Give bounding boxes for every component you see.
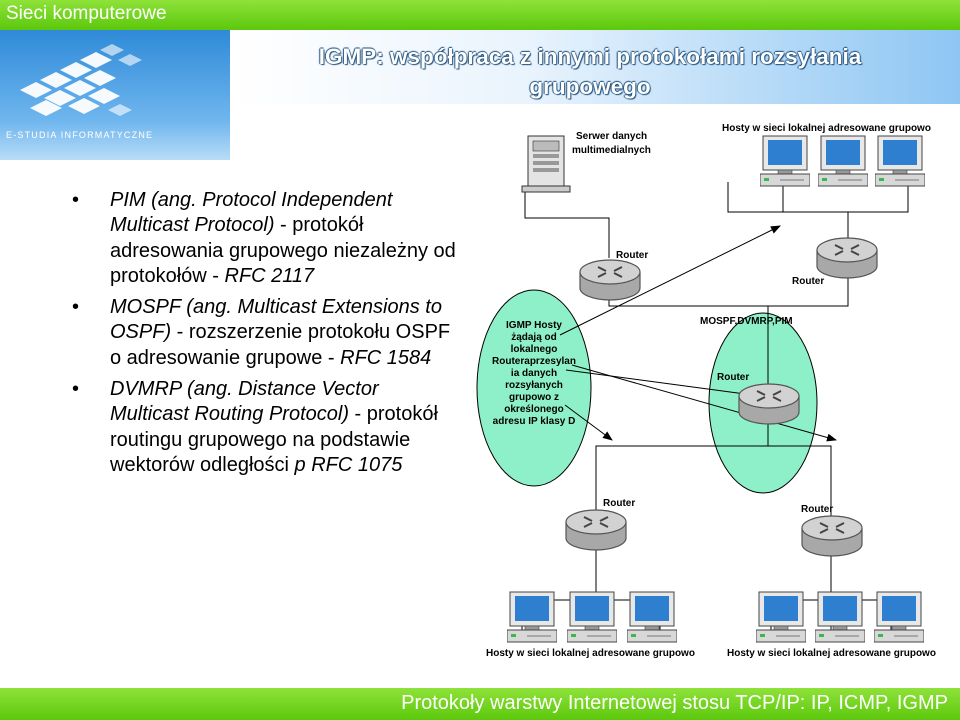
bullet-dvmrp: DVMRP (ang. Distance Vector Multicast Ro… — [70, 377, 460, 478]
course-title: Sieci komputerowe — [6, 3, 167, 24]
router-label: Router — [616, 250, 648, 261]
igmp-note-line: rozsyłanych — [505, 380, 563, 391]
bullet-term: DVMRP (ang. Distance Vector Multicast Ro… — [110, 378, 379, 426]
igmp-note-line: żądają od — [511, 332, 557, 343]
bullet-mospf: MOSPF (ang. Multicast Extensions to OSPF… — [70, 295, 460, 371]
pc-icon — [760, 135, 810, 187]
pc-icon — [627, 591, 677, 643]
pc-icon — [818, 135, 868, 187]
bullet-rfc: RFC 2117 — [224, 264, 315, 287]
server-label-2: multimedialnych — [572, 145, 651, 156]
igmp-note-line: lokalnego — [511, 344, 558, 355]
bullet-rfc: p RFC 1075 — [294, 453, 403, 476]
bullet-rfc: RFC 1584 — [340, 346, 432, 369]
pc-icon — [815, 591, 865, 643]
title-line-1: IGMP: współpraca z innymi protokołami ro… — [318, 44, 862, 69]
igmp-note-line: IGMP Hosty — [506, 320, 562, 331]
router-icon — [565, 509, 627, 551]
igmp-note-line: określonego — [504, 404, 563, 415]
bullet-term: PIM (ang. Protocol Independent Multicast… — [110, 189, 393, 237]
top-bar: Sieci komputerowe — [0, 0, 960, 30]
igmp-request-arrows — [559, 225, 837, 442]
router-icon — [738, 383, 800, 425]
network-diagram: Serwer danych multimedialnych Hosty w si… — [468, 115, 954, 661]
pc-icon — [507, 591, 557, 643]
igmp-ellipse — [476, 289, 592, 487]
router-icon — [579, 259, 641, 301]
hosts-top-label: Hosty w sieci lokalnej adresowane grupow… — [722, 123, 931, 134]
logo-icon — [20, 44, 142, 116]
router-label: Router — [792, 276, 824, 287]
pc-icon — [874, 591, 924, 643]
server-label-1: Serwer danych — [576, 131, 647, 142]
pc-icon — [567, 591, 617, 643]
footer-text: Protokoły warstwy Internetowej stosu TCP… — [401, 692, 948, 714]
header-strip — [230, 30, 960, 104]
bullet-pim: PIM (ang. Protocol Independent Multicast… — [70, 188, 460, 289]
bullet-term: MOSPF (ang. Multicast Extensions to OSPF… — [110, 296, 442, 344]
bullet-text: - protokół routingu grupowego na podstaw… — [110, 403, 438, 476]
bullet-text: - rozszerzenie protokołu OSPF o adresowa… — [110, 321, 451, 369]
protocols-label: MOSPF,DVMRP,PIM — [700, 316, 793, 327]
bottom-bar: Protokoły warstwy Internetowej stosu TCP… — [0, 688, 960, 720]
hosts-bottom-left-label: Hosty w sieci lokalnej adresowane grupow… — [486, 648, 695, 659]
igmp-note-line: ia danych — [511, 368, 557, 379]
title-line-2: grupowego — [529, 74, 651, 99]
router-icon — [816, 237, 878, 279]
igmp-note-line: Routeraprzesylan — [492, 356, 576, 367]
slide-title: IGMP: współpraca z innymi protokołami ro… — [240, 42, 940, 102]
igmp-note: IGMP Hosty żądają od lokalnego Routerapr… — [492, 320, 576, 427]
igmp-note-line: grupowo z — [509, 392, 559, 403]
logo-caption: E-STUDIA INFORMATYCZNE — [6, 130, 154, 140]
igmp-note-line: adresu IP klasy D — [493, 416, 576, 427]
server-icon — [521, 135, 571, 193]
bullet-list: PIM (ang. Protocol Independent Multicast… — [70, 188, 460, 484]
router-label: Router — [603, 498, 635, 509]
router-label: Router — [717, 372, 749, 383]
router-icon — [801, 515, 863, 557]
pc-icon — [756, 591, 806, 643]
bullet-text: - protokół adresowania grupowego niezale… — [110, 214, 456, 287]
logo: E-STUDIA INFORMATYCZNE — [0, 30, 230, 160]
router-label: Router — [801, 504, 833, 515]
hosts-bottom-right-label: Hosty w sieci lokalnej adresowane grupow… — [727, 648, 936, 659]
pc-icon — [875, 135, 925, 187]
